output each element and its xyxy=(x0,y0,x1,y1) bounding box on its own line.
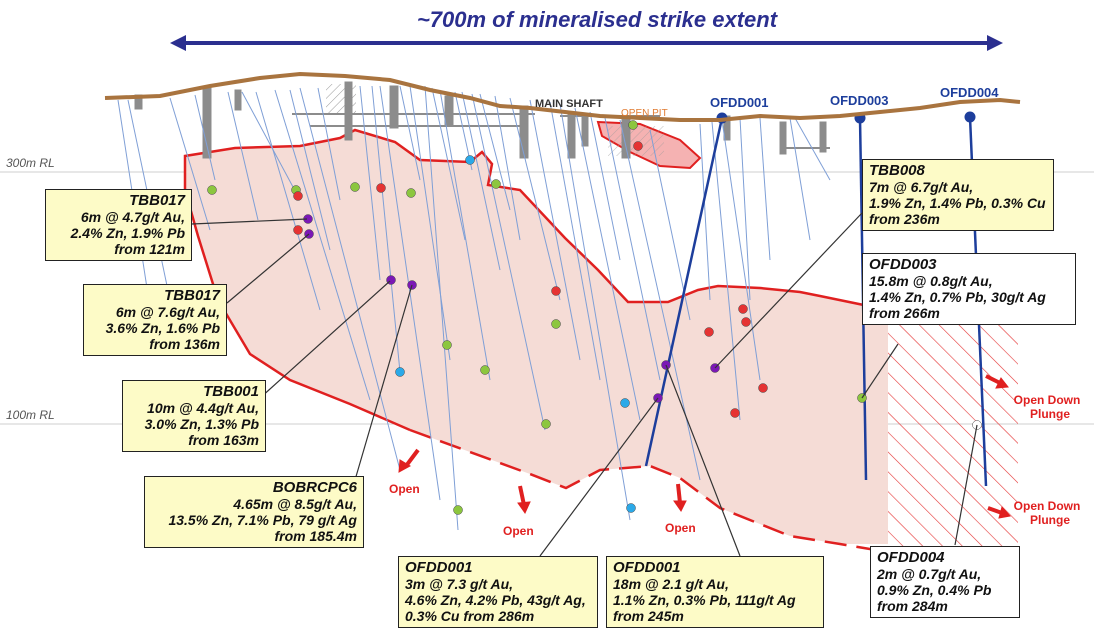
callout-line: 6m @ 4.7g/t Au, xyxy=(80,209,185,225)
callout-tbb017-121m: TBB017 6m @ 4.7g/t Au, 2.4% Zn, 1.9% Pb … xyxy=(45,189,192,261)
open-down-plunge-label-2: Open Down xyxy=(1014,499,1081,513)
callout-line: from 245m xyxy=(613,608,684,624)
callout-tbb017-136m: TBB017 6m @ 7.6g/t Au, 3.6% Zn, 1.6% Pb … xyxy=(83,284,227,356)
callout-ofdd004: OFDD004 2m @ 0.7g/t Au, 0.9% Zn, 0.4% Pb… xyxy=(870,546,1020,618)
callout-leaders xyxy=(191,212,978,557)
callout-title: BOBRCPC6 xyxy=(272,479,357,496)
callout-line: 18m @ 2.1 g/t Au, xyxy=(613,576,729,592)
zone-outline-lower xyxy=(216,299,411,432)
callout-line: 1.4% Zn, 0.7% Pb, 30g/t Ag xyxy=(869,289,1046,305)
callout-ofdd001-286m: OFDD001 3m @ 7.3 g/t Au, 4.6% Zn, 4.2% P… xyxy=(398,556,598,628)
callout-tbb008: TBB008 7m @ 6.7g/t Au, 1.9% Zn, 1.4% Pb,… xyxy=(862,159,1054,231)
topography-line xyxy=(104,71,1021,122)
zone-outline xyxy=(183,128,889,312)
callout-line: 1.1% Zn, 0.3% Pb, 111g/t Ag xyxy=(613,592,796,608)
callout-bobrcpc6: BOBRCPC6 4.65m @ 8.5g/t Au, 13.5% Zn, 7.… xyxy=(144,476,364,548)
callout-tbb001: TBB001 10m @ 4.4g/t Au, 3.0% Zn, 1.3% Pb… xyxy=(122,380,266,452)
callout-line: 7m @ 6.7g/t Au, xyxy=(869,179,974,195)
callout-line: 0.9% Zn, 0.4% Pb xyxy=(877,582,992,598)
open-arrows xyxy=(398,374,1011,519)
callout-line: from 163m xyxy=(188,432,259,448)
callout-title: TBB001 xyxy=(203,383,259,400)
callout-line: 3m @ 7.3 g/t Au, xyxy=(405,576,514,592)
ofdd004-label: OFDD004 xyxy=(940,85,999,100)
open-down-plunge-label-1: Open Down xyxy=(1014,393,1081,407)
callout-title: TBB008 xyxy=(869,162,925,179)
callout-line: 3.0% Zn, 1.3% Pb xyxy=(144,416,259,432)
open-label-1: Open xyxy=(389,482,420,496)
open-pit-hatch xyxy=(608,126,664,156)
callout-title: OFDD001 xyxy=(405,559,473,576)
callout-ofdd003: OFDD003 15.8m @ 0.8g/t Au, 1.4% Zn, 0.7%… xyxy=(862,253,1076,325)
callout-ofdd001-245m: OFDD001 18m @ 2.1 g/t Au, 1.1% Zn, 0.3% … xyxy=(606,556,824,628)
page-title: ~700m of mineralised strike extent xyxy=(417,7,779,32)
callout-line: 3.6% Zn, 1.6% Pb xyxy=(105,320,220,336)
zone-outline-open xyxy=(409,428,889,554)
ofdd001-trace xyxy=(644,117,724,467)
open-label-3: Open xyxy=(665,521,696,535)
callout-line: 6m @ 7.6g/t Au, xyxy=(115,304,220,320)
callout-line: 2m @ 0.7g/t Au, xyxy=(877,566,982,582)
callout-line: from 266m xyxy=(869,305,940,321)
callout-title: OFDD003 xyxy=(869,256,937,273)
rl-100-label: 100m RL xyxy=(6,408,55,422)
callout-line: from 284m xyxy=(877,598,948,614)
main-shaft-label: MAIN SHAFT xyxy=(535,98,603,110)
callout-line: 13.5% Zn, 7.1% Pb, 79 g/t Ag xyxy=(168,512,357,528)
callout-line: 15.8m @ 0.8g/t Au, xyxy=(869,273,993,289)
callout-line: 1.9% Zn, 1.4% Pb, 0.3% Cu xyxy=(869,195,1046,211)
callout-line: 4.6% Zn, 4.2% Pb, 43g/t Ag, xyxy=(405,592,586,608)
callout-line: from 136m xyxy=(149,336,220,352)
ofdd003-label: OFDD003 xyxy=(830,93,889,108)
callout-line: 0.3% Cu from 286m xyxy=(405,608,535,624)
callout-line: 10m @ 4.4g/t Au, xyxy=(147,400,259,416)
callout-title: OFDD001 xyxy=(613,559,681,576)
open-label-2: Open xyxy=(503,524,534,538)
callout-line: 4.65m @ 8.5g/t Au, xyxy=(233,496,357,512)
mineralised-zone xyxy=(185,130,888,544)
ofdd001-label: OFDD001 xyxy=(710,95,769,110)
open-pit-label: OPEN PIT xyxy=(621,108,668,119)
callout-title: TBB017 xyxy=(129,192,185,209)
callout-line: 2.4% Zn, 1.9% Pb xyxy=(70,225,185,241)
open-down-plunge-label-2b: Plunge xyxy=(1030,513,1070,527)
callout-line: from 185.4m xyxy=(274,528,357,544)
callout-line: from 121m xyxy=(114,241,185,257)
open-down-plunge-label-1b: Plunge xyxy=(1030,407,1070,421)
callout-title: TBB017 xyxy=(164,287,220,304)
callout-title: OFDD004 xyxy=(877,549,945,566)
callout-line: from 236m xyxy=(869,211,940,227)
rl-300-label: 300m RL xyxy=(6,156,55,170)
